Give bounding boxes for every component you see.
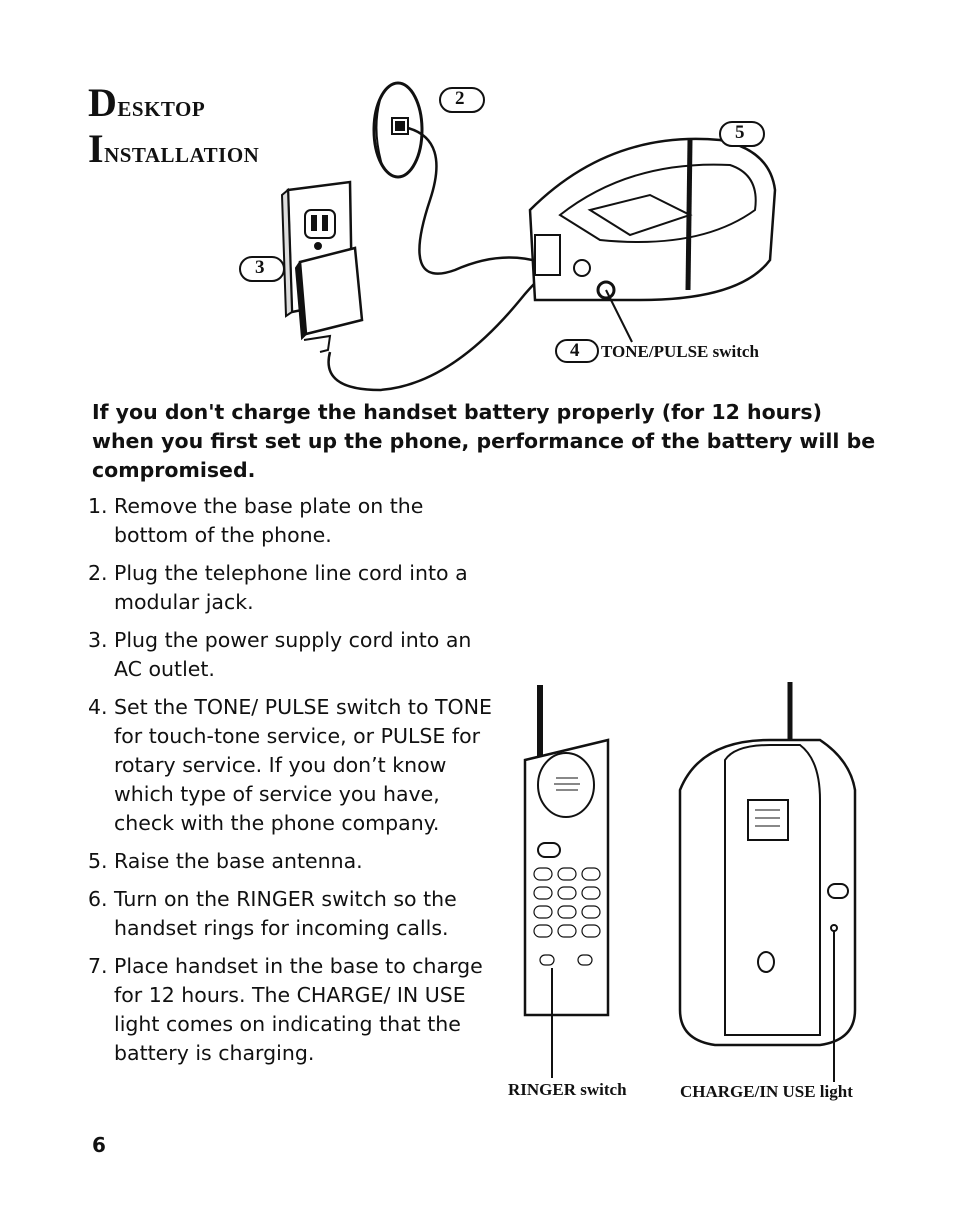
callout-5: 5 <box>735 122 745 143</box>
line-cord <box>407 126 541 275</box>
title-line-1: Desktop <box>88 80 206 125</box>
power-cord <box>327 266 556 392</box>
callout-4: 4 <box>570 340 580 361</box>
callout-3: 3 <box>255 257 265 278</box>
charge-in-use-light-label: CHARGE/IN USE light <box>680 1082 853 1101</box>
installation-steps: 1.Remove the base plate on the bottom of… <box>88 492 498 1077</box>
section-title: Desktop Installation <box>88 82 259 174</box>
charging-cradle-illustration <box>678 682 857 1082</box>
step-item: 3.Plug the power supply cord into an AC … <box>88 628 472 681</box>
page-number: 6 <box>92 1133 106 1157</box>
battery-warning: If you don't charge the handset battery … <box>92 400 876 482</box>
step-item: 6.Turn on the RINGER switch so the hands… <box>88 887 457 940</box>
power-adapter-illustration <box>294 246 364 353</box>
step-item: 4.Set the TONE/ PULSE switch to TONE for… <box>88 695 492 835</box>
handset-illustration <box>523 685 610 1078</box>
callout-2: 2 <box>455 88 465 109</box>
step-item: 5.Raise the base antenna. <box>88 849 363 873</box>
step-item: 7.Place handset in the base to charge fo… <box>88 954 483 1065</box>
base-unit-illustration <box>528 137 777 343</box>
step-item: 2.Plug the telephone line cord into a mo… <box>88 561 468 614</box>
step-item: 1.Remove the base plate on the bottom of… <box>88 494 424 547</box>
tone-pulse-switch-label: TONE/PULSE switch <box>601 342 759 361</box>
wall-jack-illustration <box>372 81 424 179</box>
title-line-2: Installation <box>88 126 260 171</box>
ringer-switch-label: RINGER switch <box>508 1080 627 1099</box>
